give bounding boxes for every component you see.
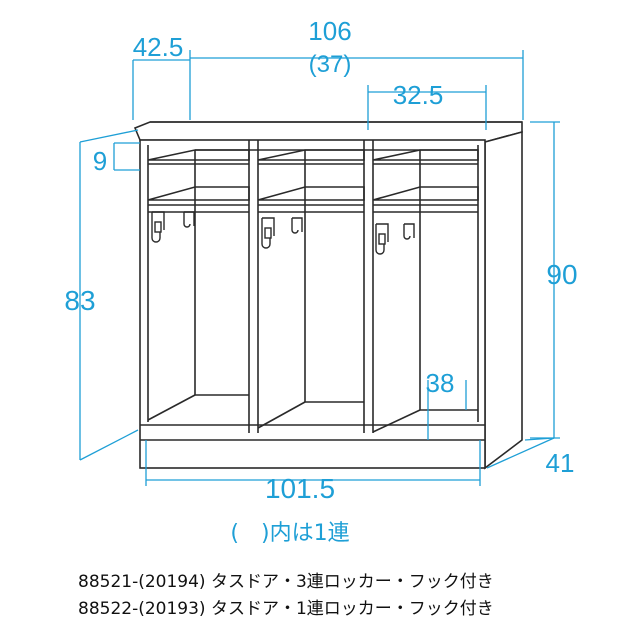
unit-caption: ( )内は1連 [230,521,349,546]
hook-clearance-label: 38 [426,368,455,398]
floor-diagonal [147,394,196,421]
hook-icon [183,211,195,228]
floor-diagonal [372,409,421,433]
product-line-2: 88522-(20193) タスドア・1連ロッカー・フック付き [78,594,494,619]
compartment-3 [372,149,479,433]
product-code: 88522-(20193) [78,599,206,619]
hook-icon [151,211,165,243]
top-board [133,121,523,143]
hook-icon [375,223,389,255]
lower-shelf [257,186,365,201]
compartment-width-label: 32.5 [393,80,444,110]
product-description: タスドア・1連ロッカー・フック付き [210,599,494,619]
hook-icon [261,217,275,249]
total-height-label: 90 [546,259,577,290]
lower-shelf [147,186,250,201]
product-description: タスドア・3連ロッカー・フック付き [210,572,494,592]
lower-shelf [372,186,479,201]
compartment-1 [147,149,250,421]
hook-icon [291,217,303,234]
product-code: 88521-(20194) [78,572,206,592]
floor-diagonal [257,401,306,429]
shelf-height-label: 9 [93,146,107,176]
hooks [151,211,415,255]
base-depth-label: 41 [546,448,575,478]
total-width-single-label: (37) [309,51,352,78]
total-width-label: 106 [308,16,351,46]
right-side-panel [484,130,523,470]
product-line-1: 88521-(20194) タスドア・3連ロッカー・フック付き [78,567,494,592]
dimension-lines [79,50,560,486]
cabinet-outline [133,121,523,470]
front-frame [139,139,486,469]
inner-width-label: 101.5 [265,473,335,504]
inner-height-label: 83 [64,285,95,316]
hook-icon [403,223,415,240]
depth-label: 42.5 [133,32,184,62]
